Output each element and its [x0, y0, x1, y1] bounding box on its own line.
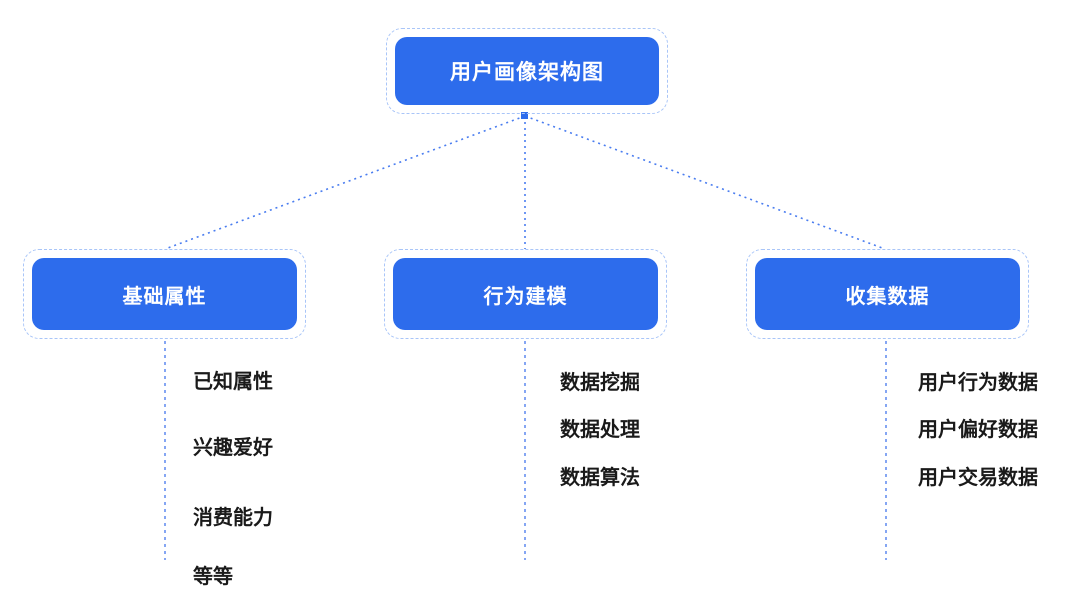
leaf-user-transaction-data[interactable]: 用户交易数据 [918, 467, 1038, 489]
leaf-data-processing[interactable]: 数据处理 [560, 419, 640, 441]
node-branch-behavior-modeling[interactable]: 行为建模 [393, 258, 658, 330]
connector-root-to-branch-3 [524, 115, 886, 250]
node-branch-1-label: 基础属性 [122, 285, 207, 308]
node-branch-basic-attributes[interactable]: 基础属性 [32, 258, 297, 330]
node-branch-3-label: 收集数据 [845, 285, 930, 308]
connector-root-to-branch-1 [164, 115, 526, 250]
leaf-consumption-ability[interactable]: 消费能力 [193, 507, 273, 529]
leaf-user-behavior-data[interactable]: 用户行为数据 [918, 372, 1038, 394]
node-branch-1-selection: 基础属性 [23, 249, 306, 339]
leaf-data-mining[interactable]: 数据挖掘 [560, 372, 640, 394]
node-root-label: 用户画像架构图 [450, 61, 604, 84]
leaf-known-attributes[interactable]: 已知属性 [193, 371, 273, 393]
node-root-selection: 用户画像架构图 [386, 28, 668, 114]
leaf-user-preference-data[interactable]: 用户偏好数据 [918, 419, 1038, 441]
leaf-data-algorithms[interactable]: 数据算法 [560, 467, 640, 489]
node-root[interactable]: 用户画像架构图 [395, 37, 659, 105]
node-branch-3-selection: 收集数据 [746, 249, 1029, 339]
leaf-etc[interactable]: 等等 [193, 566, 233, 588]
node-branch-collect-data[interactable]: 收集数据 [755, 258, 1020, 330]
node-branch-2-selection: 行为建模 [384, 249, 667, 339]
leaf-hobbies-interests[interactable]: 兴趣爱好 [193, 437, 273, 459]
node-branch-2-label: 行为建模 [483, 285, 568, 308]
